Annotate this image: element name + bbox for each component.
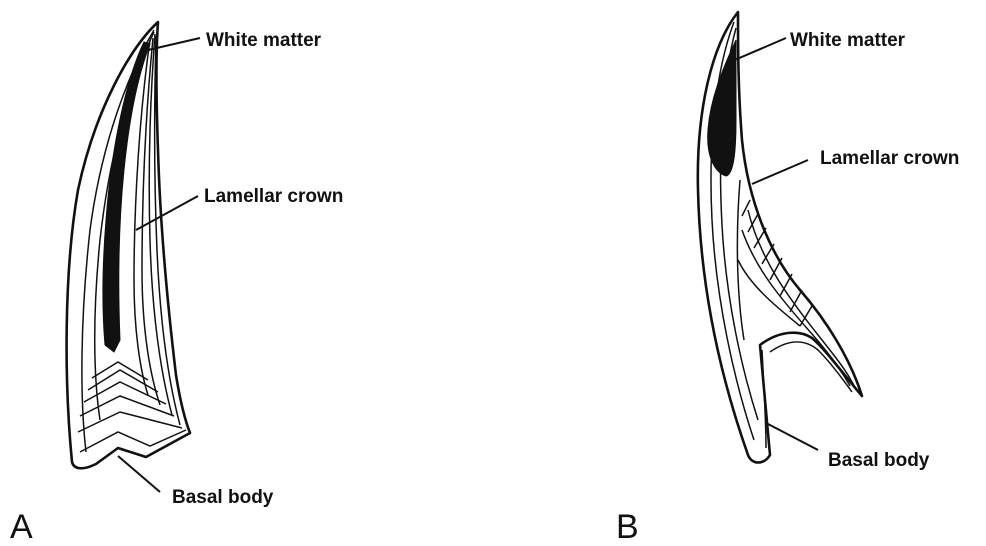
- label-a-white-matter: White matter: [206, 30, 322, 51]
- leader-a-basal-body: [118, 456, 160, 492]
- label-b-white-matter: White matter: [790, 30, 906, 51]
- element-b-basal-body: [762, 342, 852, 448]
- label-a-basal-body: Basal body: [172, 487, 274, 508]
- panel-letter-b: B: [616, 508, 639, 546]
- leader-b-lamellar-crown: [752, 160, 808, 184]
- panel-b: White matter Lamellar crown Basal body B: [616, 12, 959, 546]
- panel-a: White matter Lamellar crown Basal body A: [10, 22, 343, 546]
- label-b-lamellar-crown: Lamellar crown: [820, 148, 959, 169]
- label-b-basal-body: Basal body: [828, 450, 930, 471]
- label-a-lamellar-crown: Lamellar crown: [204, 186, 343, 207]
- leader-b-basal-body: [768, 424, 818, 450]
- panel-letter-a: A: [10, 508, 33, 546]
- leader-a-lamellar-crown: [136, 196, 198, 230]
